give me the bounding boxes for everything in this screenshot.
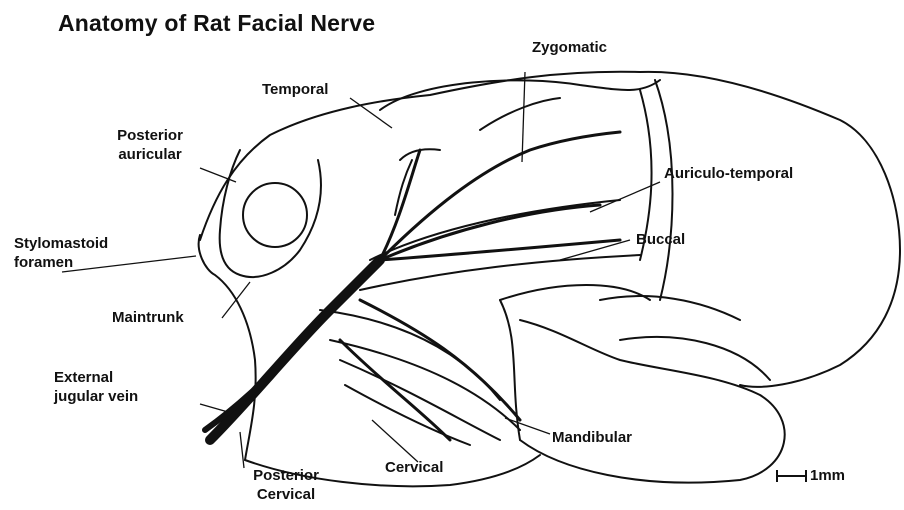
label-cervical: Cervical bbox=[385, 458, 443, 477]
scale-bar-label: 1mm bbox=[810, 466, 845, 485]
label-posterior-cervical: Posterior Cervical bbox=[236, 466, 336, 504]
label-auriculo-temporal: Auriculo-temporal bbox=[664, 164, 793, 183]
label-stylomastoid-foramen: Stylomastoid foramen bbox=[14, 234, 108, 272]
leader-zygomatic bbox=[522, 72, 525, 162]
label-temporal: Temporal bbox=[262, 80, 328, 99]
ear-canal bbox=[243, 183, 307, 247]
label-mandibular: Mandibular bbox=[552, 428, 632, 447]
label-posterior-auricular: Posterior auricular bbox=[100, 126, 200, 164]
label-buccal: Buccal bbox=[636, 230, 685, 249]
jugular-vein bbox=[205, 355, 290, 430]
scale-bar bbox=[777, 470, 806, 482]
leader-cervical bbox=[372, 420, 418, 462]
leader-mandibular bbox=[505, 418, 550, 434]
leader-external-jugular bbox=[200, 404, 228, 412]
label-maintrunk: Maintrunk bbox=[112, 308, 184, 327]
leader-posterior-cervical bbox=[240, 432, 244, 468]
jaw-outline bbox=[520, 320, 785, 483]
label-zygomatic: Zygomatic bbox=[532, 38, 607, 57]
figure-title: Anatomy of Rat Facial Nerve bbox=[58, 10, 375, 37]
label-external-jugular-vein: External jugular vein bbox=[54, 368, 138, 406]
main-trunk-nerve bbox=[210, 260, 380, 440]
leader-maintrunk bbox=[222, 282, 250, 318]
